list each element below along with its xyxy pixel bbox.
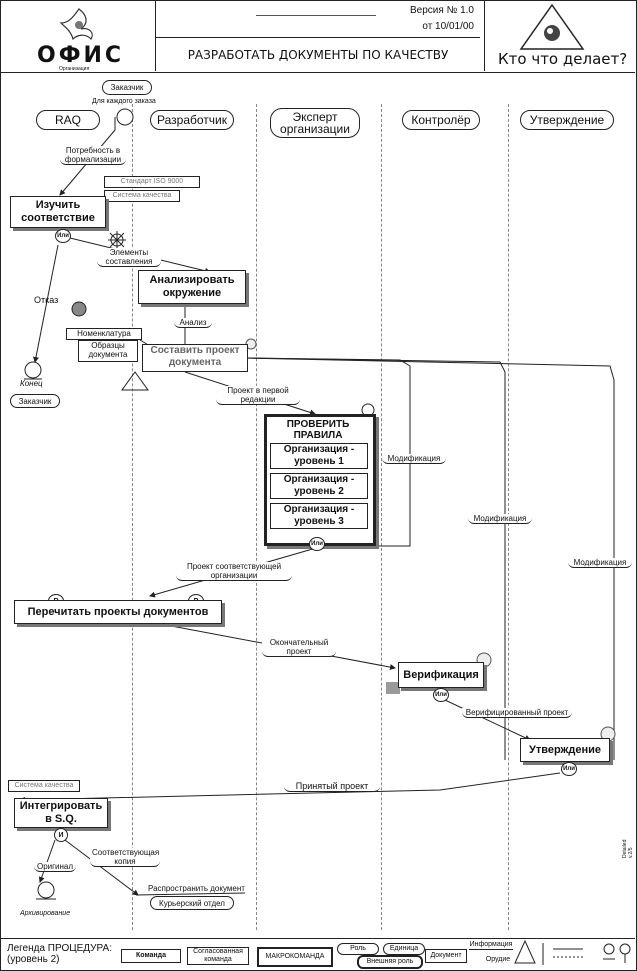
legend-role: Роль: [337, 943, 379, 955]
lane-divider: [381, 104, 382, 930]
or-gate: Или: [309, 537, 325, 551]
lane-controller: Контролёр: [402, 110, 480, 130]
approve-task: Утверждение: [520, 738, 610, 762]
or-gate: Или: [55, 229, 71, 243]
integrate-task: Интегрировать в S.Q.: [14, 798, 108, 828]
legend-unit: Единица: [383, 943, 425, 955]
first-draft-label: Проект в первой редакции: [216, 386, 300, 405]
modification-label: Модификация: [382, 454, 446, 464]
legend-command: Команда: [121, 949, 181, 963]
legend-title: Легенда ПРОЦЕДУРА: (уровень 2): [7, 943, 112, 965]
need-label: Потребность в формализации: [60, 146, 126, 165]
legend-macro: МАКРОКОМАНДА: [257, 947, 333, 967]
compose-task: Составить проект документа: [142, 344, 248, 372]
or-gate: Или: [561, 762, 577, 776]
verified-draft-label: Верифицированный проект: [462, 708, 572, 718]
lane-divider: [256, 104, 257, 930]
triangle-icon: [519, 3, 585, 50]
lane-divider: [132, 104, 133, 930]
lane-approval: Утверждение: [520, 110, 614, 130]
logo-icon: [59, 8, 93, 41]
logo-text: ОФИС: [37, 43, 125, 68]
elements-label: Элементы составления: [97, 248, 161, 267]
level-2-task: Организация - уровень 2: [270, 473, 368, 499]
who-area: [484, 1, 636, 71]
lane-raq: RAQ: [36, 110, 100, 130]
lane-expert: Эксперт организации: [270, 108, 360, 138]
legend-symbols-icon: [514, 939, 631, 965]
side-note: Detailed v.2/5: [622, 839, 634, 858]
copy-label: Соответствующая копия: [90, 848, 160, 867]
customer-role: Заказчик: [102, 80, 152, 95]
legend-info: Информация: [469, 941, 513, 950]
check-rules-title: ПРОВЕРИТЬ ПРАВИЛА: [286, 419, 350, 441]
legend-external-role: Внешняя роль: [357, 955, 423, 969]
quality-system-doc: Система качества: [104, 190, 180, 202]
distribute-label: Распространить документ: [148, 884, 245, 893]
nomenclature-doc: Номенклатура: [66, 328, 142, 340]
modification-label: Модификация: [468, 514, 532, 524]
samples-doc: Образцы документа: [78, 340, 138, 362]
quality-system-doc: Система качества: [8, 780, 80, 792]
customer-role-end: Заказчик: [10, 394, 60, 408]
analyze-task: Анализировать окружение: [138, 270, 246, 304]
verify-task: Верификация: [398, 662, 484, 688]
org-draft-label: Проект соответствующей организации: [176, 562, 292, 581]
who-does-what: Кто что делает?: [498, 50, 628, 68]
page-title: РАЗРАБОТАТЬ ДОКУМЕНТЫ ПО КАЧЕСТВУ: [156, 37, 480, 72]
level-3-task: Организация - уровень 3: [270, 503, 368, 529]
refusal-label: Отказ: [34, 295, 59, 305]
archive-label: Архивирование: [20, 910, 71, 917]
header-middle: Версия № 1.0 от 10/01/00: [156, 1, 480, 71]
and-gate: И: [54, 828, 68, 842]
original-label: Оригинал: [34, 862, 76, 872]
lane-developer: Разработчик: [150, 110, 234, 130]
legend-document: Документ: [425, 949, 467, 963]
logo-area: ОФИС Организация: [1, 1, 156, 72]
level-1-task: Организация - уровень 1: [270, 443, 368, 469]
date: от 10/01/00: [422, 21, 474, 32]
legend: Легенда ПРОЦЕДУРА: (уровень 2) Команда С…: [1, 938, 635, 970]
legend-agreed-command: Согласованная команда: [187, 947, 249, 965]
accepted-draft-label: Принятый проект: [284, 782, 380, 792]
each-order-label: Для каждого заказа: [92, 98, 156, 105]
courier-role: Курьерский отдел: [150, 896, 234, 910]
logo-subtitle: Организация: [59, 66, 90, 72]
analysis-label: Анализ: [174, 318, 212, 328]
final-draft-label: Окончательный проект: [262, 638, 336, 657]
standard-doc: Стандарт ISO 9000: [104, 176, 200, 188]
or-gate: Или: [433, 688, 449, 702]
study-task: Изучить соответствие: [10, 196, 106, 228]
version: Версия № 1.0: [410, 5, 474, 16]
reread-task: Перечитать проекты документов: [14, 600, 222, 624]
end-label: Конец: [20, 379, 43, 388]
legend-tool: Орудие: [477, 955, 519, 965]
modification-label: Модификация: [568, 558, 632, 568]
